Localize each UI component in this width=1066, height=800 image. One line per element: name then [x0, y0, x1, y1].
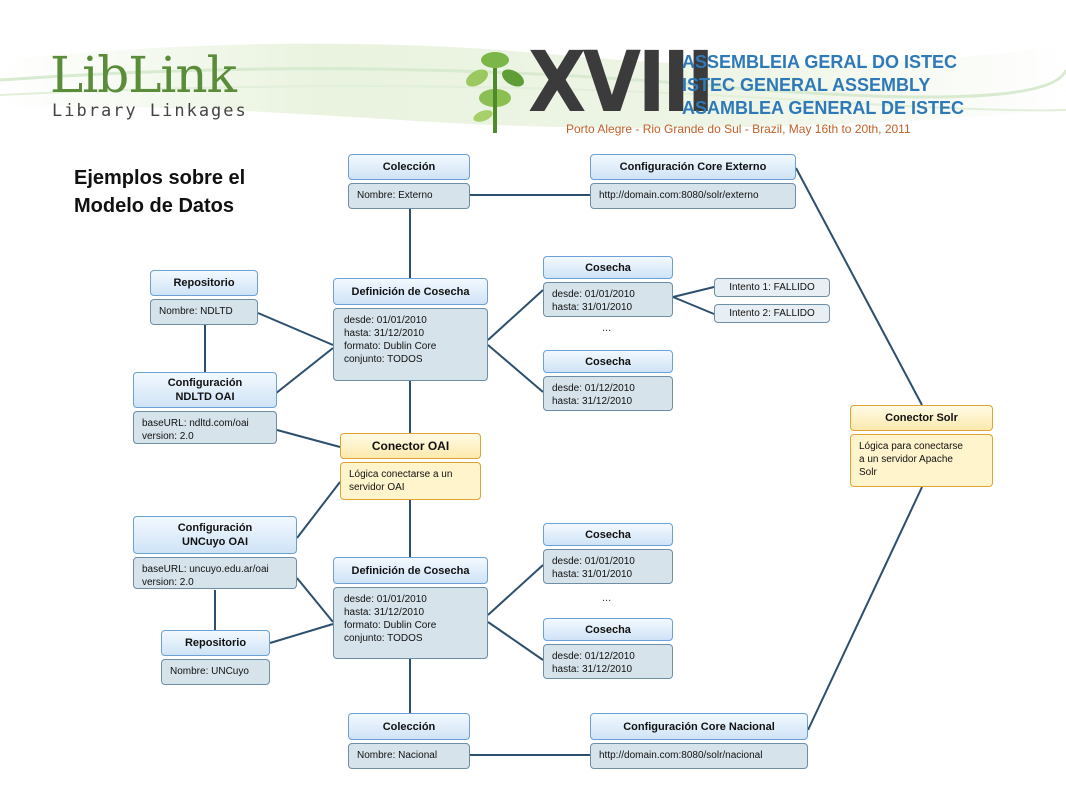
node-body: desde: 01/12/2010 hasta: 31/12/2010: [543, 376, 673, 411]
node-title: Configuración Core Externo: [590, 154, 796, 180]
node-title: Definición de Cosecha: [333, 278, 488, 305]
edge-confuncuyo-conectoroai: [296, 481, 341, 539]
edge-corenacional-solr: [807, 486, 923, 731]
assembly-title-es: ASAMBLEA GENERAL DE ISTEC: [682, 98, 965, 118]
edge-confndltd-defcosecha-top: [274, 347, 334, 395]
edge-defcosecha-cosecha2: [487, 344, 544, 393]
ellipsis-more-cosechas-top: ...: [602, 322, 612, 334]
edge-confuncuyo-defcosecha-bottom: [296, 577, 334, 623]
slide-heading-line2: Modelo de Datos: [74, 195, 235, 217]
node-repositorio-uncuyo: Repositorio Nombre: UNCuyo: [161, 630, 270, 685]
node-body: http://domain.com:8080/solr/externo: [590, 183, 796, 209]
node-config-ndltd-oai: Configuración NDLTD OAI baseURL: ndltd.c…: [133, 372, 277, 444]
liblink-logo-subtitle: Library Linkages: [52, 101, 248, 121]
node-body: http://domain.com:8080/solr/nacional: [590, 743, 808, 769]
node-body: Nombre: UNCuyo: [161, 659, 270, 685]
node-body: baseURL: uncuyo.edu.ar/oai version: 2.0: [133, 557, 297, 589]
node-body: desde: 01/01/2010 hasta: 31/12/2010 form…: [333, 308, 488, 381]
node-title: Cosecha: [543, 618, 673, 641]
edge-confndltd-conectoroai: [276, 429, 341, 448]
node-cosecha-4: Cosecha desde: 01/12/2010 hasta: 31/12/2…: [543, 618, 673, 679]
node-title: Repositorio: [161, 630, 270, 656]
node-repositorio-ndltd: Repositorio Nombre: NDLTD: [150, 270, 258, 325]
node-title: Repositorio: [150, 270, 258, 296]
node-title: Colección: [348, 713, 470, 740]
edge-cosecha1-intento2: [672, 296, 715, 315]
node-intento-2: Intento 2: FALLIDO: [714, 304, 830, 323]
assembly-title-en: ISTEC GENERAL ASSEMBLY: [682, 75, 931, 95]
slide-heading-line1: Ejemplos sobre el: [74, 167, 246, 189]
node-title: Conector OAI: [340, 433, 481, 459]
assembly-title-pt: ASSEMBLEIA GERAL DO ISTEC: [682, 52, 958, 72]
banner-background: [0, 43, 1066, 128]
node-body: desde: 01/12/2010 hasta: 31/12/2010: [543, 644, 673, 679]
node-conector-solr: Conector Solr Lógica para conectarse a u…: [850, 405, 993, 487]
node-title: Conector Solr: [850, 405, 993, 431]
node-title: Intento 1: FALLIDO: [714, 278, 830, 297]
node-body: Nombre: Nacional: [348, 743, 470, 769]
node-title: Colección: [348, 154, 470, 180]
node-body: Nombre: NDLTD: [150, 299, 258, 325]
node-body: Lógica para conectarse a un servidor Apa…: [850, 434, 993, 487]
conference-numeral: XVIII: [528, 33, 715, 131]
node-definicion-cosecha-top: Definición de Cosecha desde: 01/01/2010 …: [333, 278, 488, 381]
node-body: Nombre: Externo: [348, 183, 470, 209]
node-body: Lógica conectarse a un servidor OAI: [340, 462, 481, 500]
edge-repositorio-defcosecha-bottom: [269, 623, 334, 644]
node-intento-1: Intento 1: FALLIDO: [714, 278, 830, 297]
conference-banner: LibLink Library Linkages XVIII ASSEMBLEI…: [0, 0, 1066, 150]
node-config-core-externo: Configuración Core Externo http://domain…: [590, 154, 796, 209]
node-body: baseURL: ndltd.com/oai version: 2.0: [133, 411, 277, 444]
node-coleccion-externo: Colección Nombre: Externo: [348, 154, 470, 209]
node-title: Definición de Cosecha: [333, 557, 488, 584]
node-coleccion-nacional: Colección Nombre: Nacional: [348, 713, 470, 769]
node-conector-oai: Conector OAI Lógica conectarse a un serv…: [340, 433, 481, 500]
edge-repositorio-defcosecha-top: [257, 312, 334, 346]
node-config-core-nacional: Configuración Core Nacional http://domai…: [590, 713, 808, 769]
node-cosecha-2: Cosecha desde: 01/12/2010 hasta: 31/12/2…: [543, 350, 673, 411]
conference-leaf-figure-icon: [466, 52, 524, 133]
node-title: Configuración Core Nacional: [590, 713, 808, 740]
liblink-logo-title: LibLink: [50, 46, 237, 104]
node-cosecha-3: Cosecha desde: 01/01/2010 hasta: 31/01/2…: [543, 523, 673, 584]
node-title: Intento 2: FALLIDO: [714, 304, 830, 323]
slide-heading: Ejemplos sobre el Modelo de Datos: [74, 164, 245, 220]
node-title: Configuración UNCuyo OAI: [133, 516, 297, 554]
edge-defcosecha-bottom-cosecha4: [487, 621, 544, 661]
edge-cosecha1-intento1: [672, 286, 715, 298]
node-cosecha-1: Cosecha desde: 01/01/2010 hasta: 31/01/2…: [543, 256, 673, 317]
edge-defcosecha-cosecha1: [487, 289, 544, 341]
node-body: desde: 01/01/2010 hasta: 31/01/2010: [543, 549, 673, 584]
conference-location: Porto Alegre - Rio Grande do Sul - Brazi…: [566, 122, 911, 136]
edge-defcosecha-bottom-cosecha3: [487, 564, 544, 616]
node-config-uncuyo-oai: Configuración UNCuyo OAI baseURL: uncuyo…: [133, 516, 297, 589]
edge-coreexterno-solr: [795, 167, 923, 406]
node-definicion-cosecha-bottom: Definición de Cosecha desde: 01/01/2010 …: [333, 557, 488, 659]
node-body: desde: 01/01/2010 hasta: 31/12/2010 form…: [333, 587, 488, 659]
ellipsis-more-cosechas-bottom: ...: [602, 592, 612, 604]
node-title: Cosecha: [543, 350, 673, 373]
node-title: Configuración NDLTD OAI: [133, 372, 277, 408]
node-title: Cosecha: [543, 256, 673, 279]
node-title: Cosecha: [543, 523, 673, 546]
node-body: desde: 01/01/2010 hasta: 31/01/2010: [543, 282, 673, 317]
